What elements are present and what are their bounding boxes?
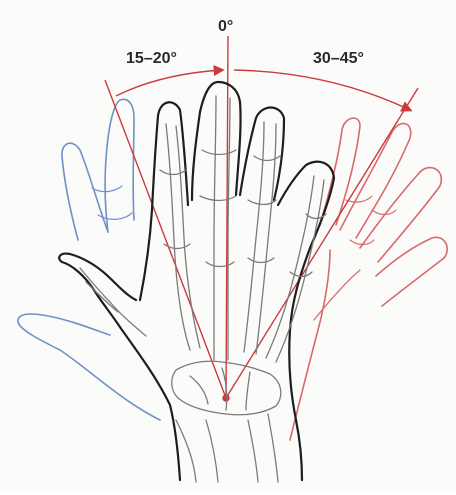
hand-bones [80,96,326,482]
ulnar-deviation-hand-outline [290,118,447,440]
ulnar-deviation-label: 30–45° [313,50,364,68]
center-angle-label: 0° [218,18,233,36]
radial-deviation-hand-outline [18,99,160,420]
radial-deviation-label: 15–20° [126,50,177,68]
